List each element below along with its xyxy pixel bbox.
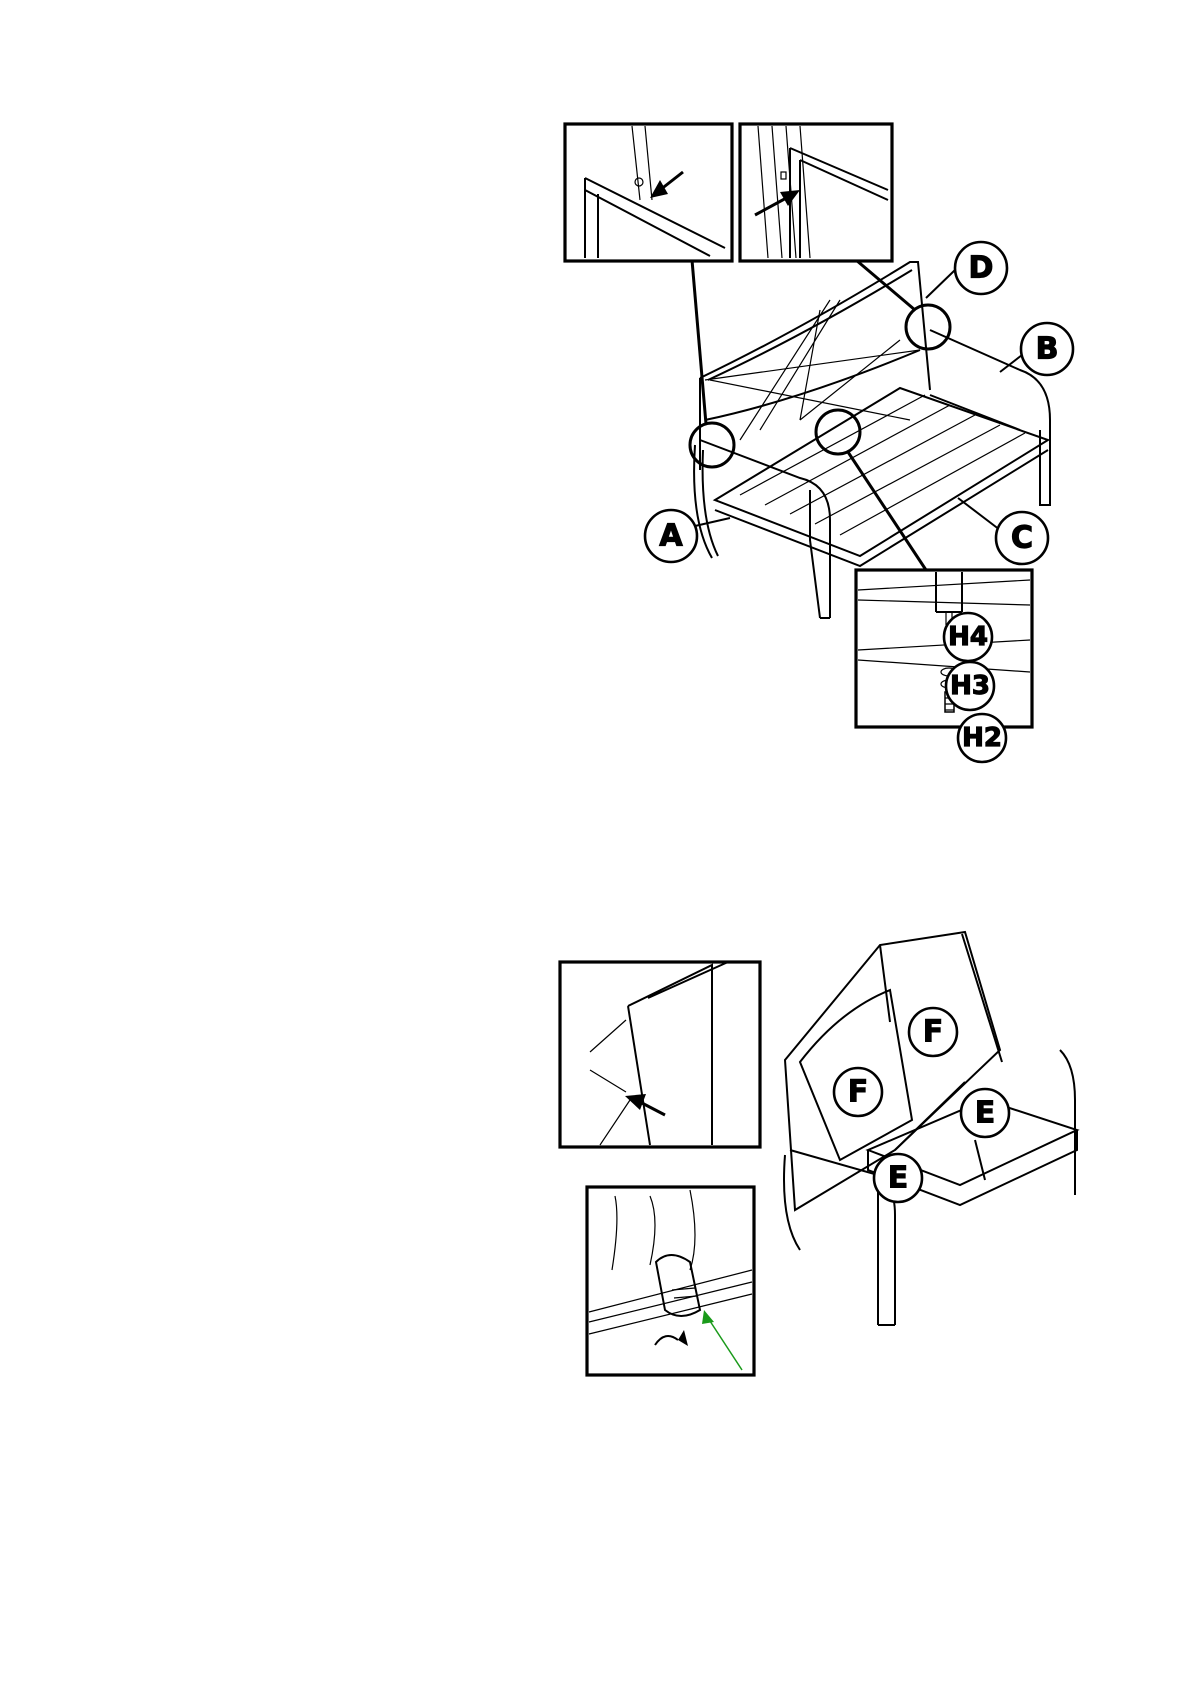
loveseat-with-cushions-illustration <box>784 932 1077 1325</box>
svg-text:E: E <box>888 1161 909 1196</box>
label-cushion-f-right: F <box>909 1008 957 1056</box>
svg-text:H4: H4 <box>948 622 988 652</box>
frame-assembly-illustration <box>694 262 1050 618</box>
svg-text:E: E <box>975 1096 996 1131</box>
label-part-b: B <box>1000 323 1073 375</box>
svg-text:H3: H3 <box>950 671 990 701</box>
svg-text:H2: H2 <box>962 723 1002 753</box>
leader-line-center <box>848 452 926 570</box>
svg-text:B: B <box>1036 332 1059 367</box>
svg-text:F: F <box>923 1015 944 1050</box>
label-cushion-f-left: F <box>834 1068 882 1116</box>
label-part-c: C <box>958 498 1048 564</box>
detail-box-hinge-left <box>565 124 732 261</box>
detail-box-bolt-stack <box>856 570 1032 727</box>
callout-circle-right <box>906 305 950 349</box>
detail-box-hinge-right <box>740 124 892 261</box>
svg-text:A: A <box>659 519 683 554</box>
svg-text:C: C <box>1011 521 1033 556</box>
svg-text:D: D <box>969 251 994 286</box>
detail-box-back-cushion <box>560 962 760 1147</box>
label-hardware-h2: H2 <box>958 714 1006 762</box>
label-cushion-e-left: E <box>874 1154 922 1202</box>
label-hardware-h4: H4 <box>944 613 992 661</box>
label-part-d: D <box>926 242 1007 298</box>
svg-text:F: F <box>848 1075 869 1110</box>
callout-circle-center <box>816 410 860 454</box>
detail-box-velcro-strap <box>587 1187 754 1375</box>
leader-line-right <box>856 260 915 310</box>
label-hardware-h3: H3 <box>946 662 994 710</box>
label-cushion-e-right: E <box>961 1089 1009 1137</box>
